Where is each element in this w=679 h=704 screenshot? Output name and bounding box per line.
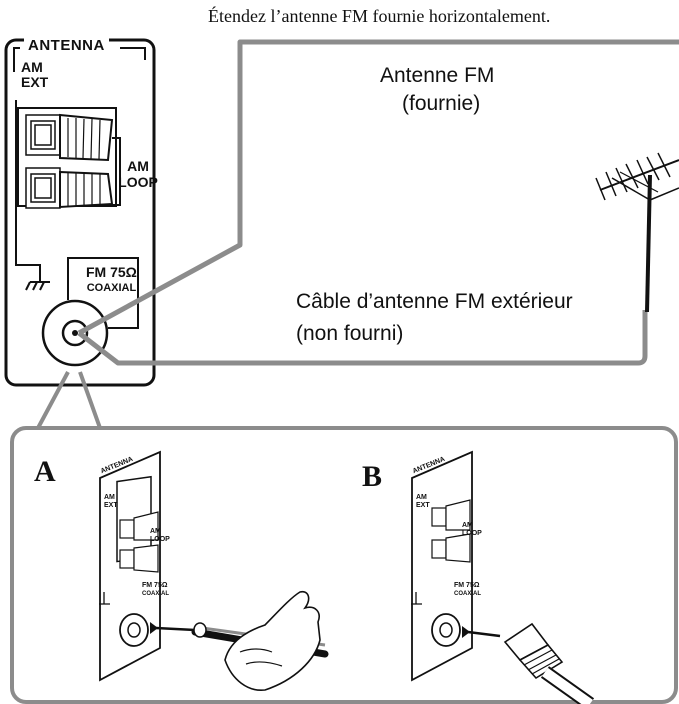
inset-a-am-ext: AM EXT [104, 494, 118, 510]
am-loop-line1: AM [127, 158, 149, 174]
fm-antenna-label: Antenne FM [380, 64, 495, 87]
outdoor-fm-antenna-icon [595, 152, 679, 313]
ground-icon [25, 270, 50, 291]
outdoor-antenna-cable [77, 310, 648, 366]
callout-connector [36, 371, 102, 429]
fm-line1: FM 75Ω [86, 264, 137, 280]
inset-a-am-loop: AM LOOP [150, 528, 170, 544]
inset-b-am-loop-line2: LOOP [462, 530, 482, 537]
antenna-bracket [13, 47, 146, 72]
fm-line2: COAXIAL [86, 282, 137, 294]
inset-b-fm-line2: COAXIAL [454, 591, 481, 597]
inset-b-am-ext-line1: AM [416, 494, 427, 501]
inset-b-fm: FM 75Ω COAXIAL [454, 582, 481, 598]
inset-a-am-loop-line1: AM [150, 528, 161, 535]
inset-b-am-loop: AM LOOP [462, 522, 482, 538]
am-loop-line2: LOOP [118, 174, 158, 190]
inset-a-am-ext-line1: AM [104, 494, 115, 501]
inset-a-am-loop-line2: LOOP [150, 536, 170, 543]
am-ext-label: AM EXT [21, 60, 48, 90]
outdoor-cable-note: (non fourni) [296, 322, 404, 345]
am-ext-bracket [15, 100, 41, 270]
inset-a-fm: FM 75Ω COAXIAL [142, 582, 169, 598]
outdoor-cable-label: Câble d’antenne FM extérieur [296, 290, 573, 313]
fm-bracket [67, 257, 139, 329]
inset-a-fm-line2: COAXIAL [142, 591, 169, 597]
detail-box [10, 426, 678, 704]
inset-a-am-ext-line2: EXT [104, 502, 118, 509]
inset-b-am-ext-line2: EXT [416, 502, 430, 509]
fm-coaxial-jack [41, 299, 109, 367]
caption-text: Étendez l’antenne FM fournie horizontale… [208, 6, 551, 26]
inset-b-label: B [362, 460, 383, 493]
fm-antenna-wire [77, 39, 679, 336]
inset-b-panel [411, 450, 473, 682]
inset-a-panel [99, 450, 161, 682]
am-ext-line2: EXT [21, 74, 49, 90]
inset-b-fm-line1: FM 75Ω [454, 582, 480, 589]
am-ext-line1: AM [21, 59, 43, 75]
inset-a-label: A [34, 455, 56, 488]
fm-antenna-note: (fournie) [402, 92, 481, 115]
am-loop-bracket [112, 137, 121, 206]
fm-coaxial-label: FM 75Ω COAXIAL [86, 264, 137, 296]
inset-b-coax-plug [462, 622, 595, 704]
inset-b-am-ext: AM EXT [416, 494, 430, 510]
inset-b-am-loop-line1: AM [462, 522, 473, 529]
inset-a-fm-line1: FM 75Ω [142, 582, 168, 589]
am-terminal-block [17, 107, 117, 209]
panel-title: ANTENNA [24, 37, 109, 55]
am-loop-label: AM LOOP [118, 158, 158, 190]
inset-a-wire-plug [150, 590, 329, 691]
